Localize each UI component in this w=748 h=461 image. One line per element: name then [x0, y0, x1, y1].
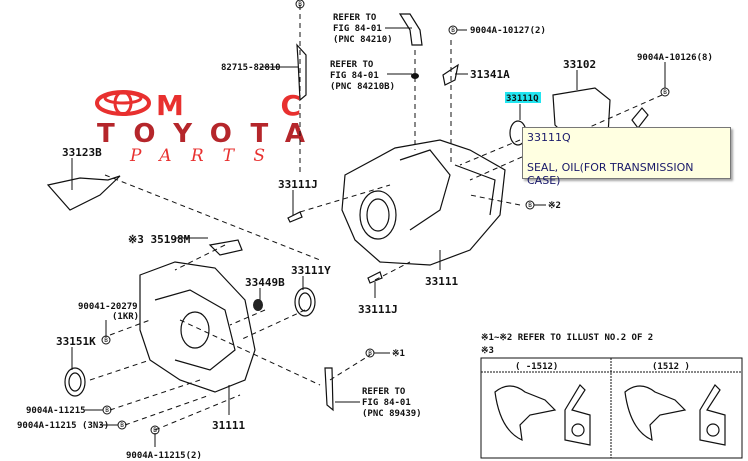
- label-33449b[interactable]: 33449B: [245, 276, 285, 289]
- svg-text:B: B: [120, 422, 124, 429]
- label-90041-note: (1KR): [112, 312, 139, 322]
- label-90041[interactable]: 90041-20279: [78, 302, 138, 312]
- svg-text:B: B: [104, 337, 108, 344]
- label-9004a-11215-3n3[interactable]: 9004A-11215 (3N3): [17, 421, 109, 431]
- refer-84210b-l1: REFER TO: [330, 60, 374, 70]
- label-9004a-11215-2[interactable]: 9004A-11215(2): [126, 451, 202, 461]
- label-31111[interactable]: 31111: [212, 419, 245, 432]
- svg-text:B: B: [663, 89, 667, 96]
- variant-notes: ※1~※2 REFER TO ILLUST NO.2 OF 2 ※3 ( -15…: [480, 333, 743, 459]
- label-9004a-10127: 9004A-10127(2): [470, 26, 546, 36]
- leader-lines: [71, 27, 666, 447]
- transaxle-housing-31111: [139, 261, 256, 393]
- note-2: ※2: [548, 201, 561, 211]
- svg-text:B: B: [368, 350, 372, 357]
- bolt-markers: B B B B B B B B B: [101, 0, 670, 435]
- logo-parts: PARTS: [129, 146, 265, 166]
- label-35198m[interactable]: ※3 35198M: [128, 233, 191, 246]
- label-33111q[interactable]: 33111Q: [506, 94, 539, 104]
- note-line-1: ※1~※2 REFER TO ILLUST NO.2 OF 2: [481, 333, 653, 343]
- svg-text:B: B: [451, 27, 455, 34]
- label-33123b[interactable]: 33123B: [62, 146, 102, 159]
- refer-84210b-l3: (PNC 84210B): [330, 82, 395, 92]
- part-tooltip: 33111Q SEAL, OIL(FOR TRANSMISSION CASE): [522, 127, 731, 187]
- svg-text:B: B: [153, 427, 157, 434]
- svg-text:B: B: [105, 407, 109, 414]
- tooltip-description: SEAL, OIL(FOR TRANSMISSION CASE): [527, 161, 694, 187]
- part-labels: REFER TO FIG 84-01 (PNC 84210) 9004A-101…: [17, 13, 713, 461]
- label-33151k[interactable]: 33151K: [56, 335, 96, 348]
- note-line-2: ※3: [481, 346, 494, 356]
- label-33111j-top[interactable]: 33111J: [278, 178, 318, 191]
- variant-bracket-old: [494, 384, 591, 446]
- refer-89439-l3: (PNC 89439): [362, 409, 422, 419]
- part-highlight: [505, 92, 541, 103]
- label-82715: 82715-82810: [221, 63, 281, 73]
- small-parts: [46, 13, 649, 412]
- refer-89439-l1: REFER TO: [362, 387, 406, 397]
- refer-84210-l1: REFER TO: [333, 13, 377, 23]
- variant-col-2: (1512 ): [652, 362, 690, 372]
- refer-84210b-l2: FIG 84-01: [330, 71, 379, 81]
- label-33111[interactable]: 33111: [425, 275, 458, 288]
- label-33111y[interactable]: 33111Y: [291, 264, 331, 277]
- tooltip-part-number: 33111Q: [527, 131, 571, 144]
- logo-toyota: TOYOTA: [97, 119, 305, 149]
- variant-col-1: ( -1512): [515, 362, 558, 372]
- svg-text:B: B: [528, 202, 532, 209]
- label-33102: 33102: [563, 58, 596, 71]
- svg-text:B: B: [298, 1, 302, 8]
- toyota-logo: MC TOYOTA PARTS: [95, 89, 305, 166]
- label-33111j-bottom[interactable]: 33111J: [358, 303, 398, 316]
- transmission-case-33111: [341, 139, 506, 266]
- refer-84210-l3: (PNC 84210): [333, 35, 393, 45]
- note-1: ※1: [392, 349, 405, 359]
- refer-84210-l2: FIG 84-01: [333, 24, 382, 34]
- variant-bracket-new: [624, 384, 726, 446]
- logo-mc: MC: [156, 89, 301, 122]
- label-9004a-11215[interactable]: 9004A-11215: [26, 406, 86, 416]
- label-9004a-10126: 9004A-10126(8): [637, 53, 713, 63]
- refer-89439-l2: FIG 84-01: [362, 398, 411, 408]
- assembly-lines: [89, 5, 663, 431]
- label-31341a: 31341A: [470, 68, 510, 81]
